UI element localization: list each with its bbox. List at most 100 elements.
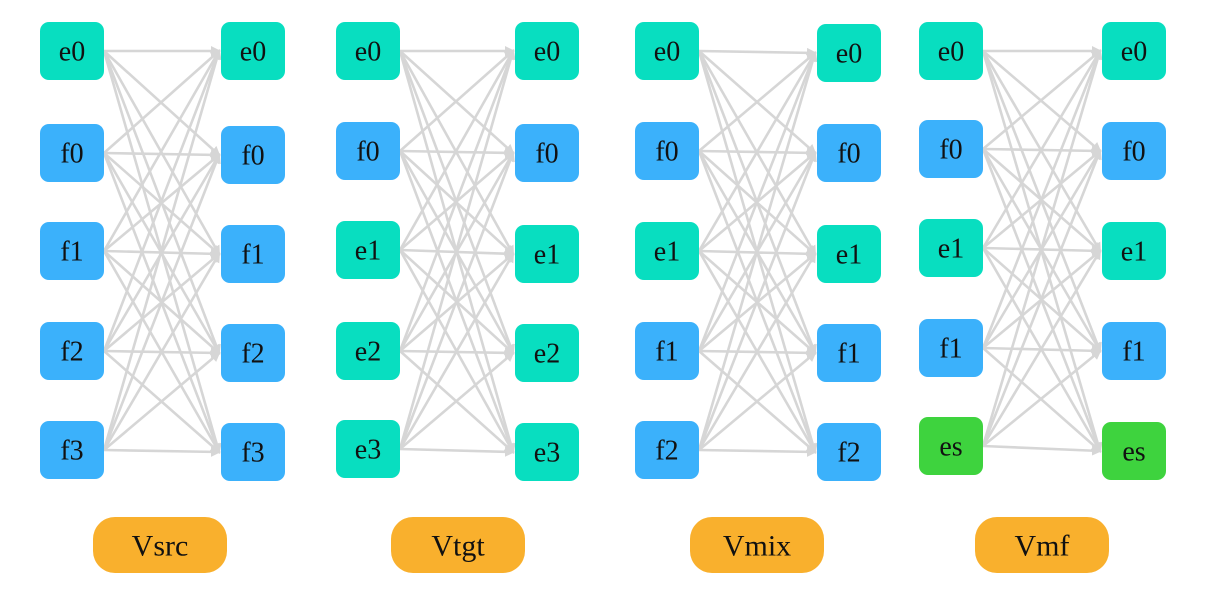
node-label-vmf-left-0: e0 — [938, 37, 964, 68]
node-label-vmix-right-1: f0 — [837, 139, 860, 170]
edge-vsrc-l4-r3 — [103, 351, 221, 451]
node-label-vmix-left-4: f2 — [655, 436, 678, 467]
node-label-vsrc-right-2: f1 — [241, 240, 264, 271]
edge-vtgt-l4-r3 — [399, 351, 515, 450]
node-vmf-right-1: f0 — [1102, 122, 1166, 180]
group-label-vmf: Vmf — [975, 517, 1109, 573]
node-vtgt-right-4: e3 — [515, 423, 579, 481]
node-label-vmix-right-3: f1 — [837, 339, 860, 370]
edge-vsrc-l1-r1 — [103, 149, 221, 160]
node-vmf-left-0: e0 — [919, 22, 983, 80]
node-label-vsrc-left-4: f3 — [60, 436, 83, 467]
node-label-vmix-left-0: e0 — [654, 37, 680, 68]
node-box-vtgt-right-4 — [515, 423, 579, 481]
edge-vmf-l1-r0 — [982, 49, 1102, 150]
edge-vtgt-l2-r0 — [398, 49, 515, 251]
node-vmf-left-3: f1 — [919, 319, 983, 377]
node-label-vsrc-left-3: f2 — [60, 337, 83, 368]
edges-layer — [102, 46, 1103, 457]
node-vmix-right-0: e0 — [817, 24, 881, 82]
node-vtgt-left-4: e3 — [336, 420, 400, 478]
node-vtgt-right-0: e0 — [515, 22, 579, 80]
edge-vmix-l0-r0 — [698, 47, 817, 58]
node-vsrc-left-2: f1 — [40, 222, 104, 280]
node-label-vtgt-left-3: e2 — [355, 337, 381, 368]
edge-vmix-l1-r0 — [698, 51, 817, 152]
node-label-vmix-left-1: f0 — [655, 137, 678, 168]
edge-vmix-l4-r1 — [697, 151, 817, 451]
node-vsrc-right-3: f2 — [221, 324, 285, 382]
group-label-vtgt: Vtgt — [391, 517, 525, 573]
node-box-vmix-left-0 — [635, 22, 699, 80]
node-vmix-right-1: f0 — [817, 124, 881, 182]
node-box-vmix-left-2 — [635, 222, 699, 280]
edge-vmix-l4-r0 — [697, 51, 818, 451]
group-label-pill-vsrc — [93, 517, 227, 573]
nodes-layer: e0 f0 f1 f2 f3 e0 f0 f1 f2 f3 e0 f0 e1 e2 e3 e0 f0 e1 e2 e3… — [40, 22, 1166, 481]
node-vmix-right-4: f2 — [817, 423, 881, 481]
edge-vtgt-l4-r0 — [398, 49, 516, 450]
node-label-vmf-left-3: f1 — [939, 334, 962, 365]
node-vmf-left-4: es — [919, 417, 983, 475]
node-vtgt-right-1: f0 — [515, 124, 579, 182]
node-label-vmf-right-4: es — [1122, 437, 1145, 468]
edge-vtgt-l1-r0 — [399, 49, 515, 152]
node-box-vmix-right-1 — [817, 124, 881, 182]
group-label-pill-vmix — [690, 517, 824, 573]
node-vtgt-right-3: e2 — [515, 324, 579, 382]
edge-vmf-l4-r1 — [981, 149, 1102, 447]
node-box-vtgt-left-2 — [336, 221, 400, 279]
node-box-vmf-left-0 — [919, 22, 983, 80]
edge-vmf-l3-r0 — [981, 49, 1102, 349]
edge-vmf-l4-r2 — [981, 249, 1102, 447]
node-box-vtgt-right-2 — [515, 225, 579, 283]
node-vmf-left-1: f0 — [919, 120, 983, 178]
edge-vmf-l4-r0 — [981, 49, 1103, 447]
node-label-vtgt-left-0: e0 — [355, 37, 381, 68]
node-box-vmix-right-3 — [817, 324, 881, 382]
edge-vtgt-l4-r4 — [399, 446, 515, 457]
group-label-vmix: Vmix — [690, 517, 824, 573]
node-label-vmf-right-2: e1 — [1121, 237, 1147, 268]
node-box-vsrc-right-2 — [221, 225, 285, 283]
node-box-vsrc-left-4 — [40, 421, 104, 479]
node-box-vtgt-left-1 — [336, 122, 400, 180]
node-vtgt-left-0: e0 — [336, 22, 400, 80]
node-box-vmf-right-2 — [1102, 222, 1166, 280]
node-box-vtgt-right-1 — [515, 124, 579, 182]
node-label-vtgt-right-4: e3 — [534, 438, 560, 469]
group-label-text-vmf: Vmf — [1015, 530, 1070, 563]
node-label-vsrc-left-0: e0 — [59, 37, 85, 68]
node-label-vsrc-left-2: f1 — [60, 237, 83, 268]
node-label-vtgt-right-0: e0 — [534, 37, 560, 68]
group-label-vsrc: Vsrc — [93, 517, 227, 573]
edge-vmf-l4-r3 — [982, 349, 1102, 448]
node-box-vmf-right-4 — [1102, 422, 1166, 480]
node-vsrc-right-4: f3 — [221, 423, 285, 481]
node-box-vmf-right-3 — [1102, 322, 1166, 380]
node-vmix-left-3: f1 — [635, 322, 699, 380]
node-vtgt-left-3: e2 — [336, 322, 400, 380]
node-vsrc-left-4: f3 — [40, 421, 104, 479]
group-label-text-vsrc: Vsrc — [132, 530, 189, 563]
edge-vmix-l4-r3 — [698, 351, 817, 451]
edge-vmix-l4-r4 — [698, 446, 817, 457]
node-vmix-right-3: f1 — [817, 324, 881, 382]
edge-vmf-l4-r4 — [982, 444, 1102, 456]
node-box-vsrc-right-0 — [221, 22, 285, 80]
node-vsrc-left-3: f2 — [40, 322, 104, 380]
node-box-vsrc-left-1 — [40, 124, 104, 182]
group-label-text-vtgt: Vtgt — [431, 530, 485, 563]
node-box-vmix-left-1 — [635, 122, 699, 180]
node-vmix-right-2: e1 — [817, 225, 881, 283]
node-label-vtgt-left-1: f0 — [356, 137, 379, 168]
edge-vmf-l2-r0 — [981, 49, 1102, 249]
node-label-vmf-right-1: f0 — [1122, 137, 1145, 168]
node-label-vmix-left-2: e1 — [654, 237, 680, 268]
node-box-vsrc-left-3 — [40, 322, 104, 380]
node-vmf-right-0: e0 — [1102, 22, 1166, 80]
node-vtgt-left-2: e1 — [336, 221, 400, 279]
node-box-vsrc-left-0 — [40, 22, 104, 80]
node-vmix-left-2: e1 — [635, 222, 699, 280]
node-box-vmix-right-2 — [817, 225, 881, 283]
